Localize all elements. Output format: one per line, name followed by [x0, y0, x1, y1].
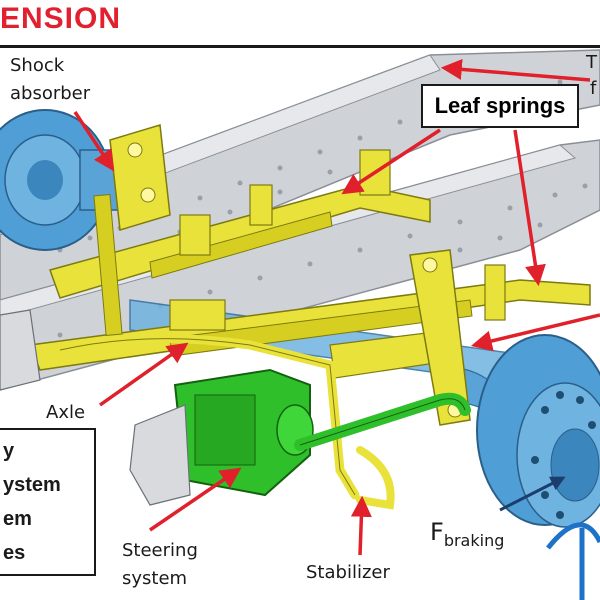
arrow-leaf-springs-left: [341, 128, 441, 195]
info-box-line-1: y: [3, 440, 15, 462]
stabilizer-bar: [55, 334, 360, 500]
steering-drag-link: [294, 392, 471, 510]
title-divider: [0, 45, 600, 48]
label-leaf-springs: Leaf springs: [421, 84, 579, 128]
gearbox-bracket: [0, 309, 191, 506]
wheel-hub-right: [476, 334, 600, 528]
arrow-stabilizer: [350, 495, 372, 556]
info-box-line-2: ystem: [3, 474, 61, 496]
steering-gear: [173, 368, 314, 497]
label-arrows: [73, 58, 600, 556]
f-braking-symbol: F: [430, 518, 444, 546]
label-stabilizer: Stabilizer: [306, 562, 390, 583]
label-f-braking: Fbraking: [430, 518, 504, 550]
label-top-right-line1: T: [586, 52, 597, 73]
f-braking-subscript: braking: [443, 531, 505, 550]
arrow-steering: [149, 467, 242, 532]
info-box-line-3: em: [3, 508, 32, 530]
label-steering-system-line1: Steering: [122, 540, 198, 561]
shock-absorber-left: [93, 124, 171, 336]
arrow-right-edge: [470, 313, 600, 352]
label-top-right-line2: f: [590, 78, 597, 99]
label-axle: Axle: [46, 402, 86, 423]
info-box: y ystem em es: [0, 428, 96, 576]
vertical-force-arrow: [546, 522, 600, 600]
arrow-shock-absorber: [73, 111, 115, 172]
arrow-axle: [98, 342, 189, 407]
label-shock-absorber-line2: absorber: [10, 83, 91, 104]
arrow-top-right: [440, 58, 591, 82]
info-box-line-4: es: [3, 542, 26, 564]
arrow-leaf-springs-right: [513, 129, 546, 287]
label-shock-absorber-line1: Shock: [10, 55, 65, 76]
page-title: ENSION: [0, 2, 122, 35]
label-steering-system-line2: system: [122, 568, 188, 589]
braking-force-arrow: [499, 476, 566, 512]
